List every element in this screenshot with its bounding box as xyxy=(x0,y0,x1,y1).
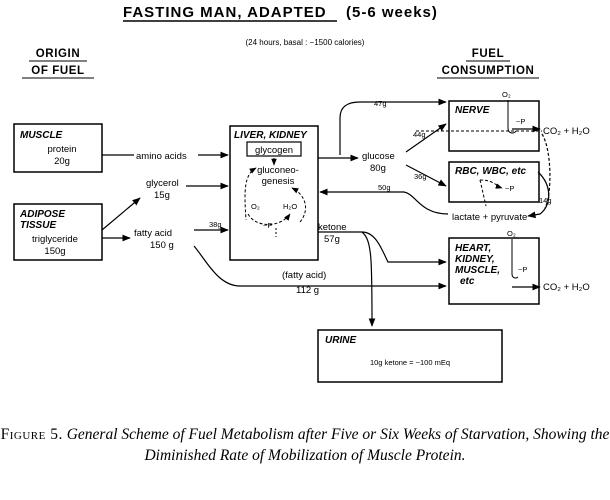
nerve-title: NERVE xyxy=(455,105,490,116)
gluconeogenesis-line1: gluconeo- xyxy=(257,165,299,176)
fuel-metabolism-diagram: FASTING MAN, ADAPTED (5-6 weeks) (24 hou… xyxy=(13,4,590,383)
fatty-acid-mid-amount: 112 g xyxy=(296,285,319,296)
subtitle: (24 hours, basal : −1500 calories) xyxy=(246,38,365,47)
arrow-fatty-acid-to-heart xyxy=(193,245,447,290)
adipose-line2: 150g xyxy=(44,246,65,257)
adipose-line1: triglyceride xyxy=(32,234,78,245)
heading-consumption: FUEL CONSUMPTION xyxy=(437,48,539,79)
heart-title-line1: HEART, xyxy=(455,243,491,254)
title-period: (5-6 weeks) xyxy=(346,4,438,21)
arrow-adipose-to-glycerol xyxy=(101,197,141,231)
caption-label: Figure 5. xyxy=(0,426,63,443)
title: FASTING MAN, ADAPTED xyxy=(123,4,327,21)
flow-47g: 47g xyxy=(374,99,387,108)
heart-o2: O₂ xyxy=(507,229,516,238)
liver-title: LIVER, KIDNEY xyxy=(234,130,308,141)
muscle-line2: 20g xyxy=(54,156,70,167)
glucose-amount: 80g xyxy=(370,163,386,174)
adipose-box: ADIPOSE TISSUE triglyceride 150g xyxy=(13,203,103,261)
heart-title-line4: etc xyxy=(460,276,475,287)
gluconeogenesis-line2: genesis xyxy=(262,176,295,187)
liver-o2: O₂ xyxy=(251,202,260,211)
flow-arrows xyxy=(101,98,551,327)
lactate-pyruvate-label: lactate + pyruvate xyxy=(452,212,527,223)
heading-origin-line1: ORIGIN xyxy=(36,48,81,60)
nerve-o2: O₂ xyxy=(502,90,511,99)
nerve-box: NERVE O₂ ~P xyxy=(416,90,542,152)
glycerol-amount: 15g xyxy=(154,190,170,201)
heading-consumption-line1: FUEL xyxy=(472,48,504,60)
flow-50g: 50g xyxy=(378,183,391,192)
adipose-title-line1: ADIPOSE xyxy=(19,209,65,220)
heading-origin-line2: OF FUEL xyxy=(31,65,84,77)
flow-36g: 36g xyxy=(414,172,427,181)
glycerol-label: glycerol xyxy=(146,178,179,189)
arrow-rbc-to-lactate xyxy=(527,171,550,219)
heart-p: ~P xyxy=(518,265,527,274)
ketone-label: ketone xyxy=(318,222,347,233)
flow-44g: 44g xyxy=(413,130,426,139)
figure-caption: Figure 5. General Scheme of Fuel Metabol… xyxy=(0,424,610,466)
urine-content: 10g ketone = ~100 mEq xyxy=(370,358,450,367)
rbc-p: ~P xyxy=(505,184,514,193)
liver-h2o: H₂O xyxy=(283,202,297,211)
arrow-nerve-14g xyxy=(541,133,551,209)
muscle-line1: protein xyxy=(47,144,76,155)
fatty-acid-label: fatty acid xyxy=(134,228,172,239)
muscle-title: MUSCLE xyxy=(20,130,63,141)
co2-h2o-nerve: CO₂ + H₂O xyxy=(543,126,590,137)
flow-14g: 14g xyxy=(539,196,552,205)
caption-text: General Scheme of Fuel Metabolism after … xyxy=(66,426,610,464)
liver-p: ~P xyxy=(263,221,272,230)
nerve-p: ~P xyxy=(516,117,525,126)
fatty-acid-mid-label: (fatty acid) xyxy=(282,270,326,281)
amino-acids-label: amino acids xyxy=(136,151,187,162)
arrow-glucose-to-rbc-36g xyxy=(405,164,447,187)
arrow-glucose-to-nerve-47g xyxy=(339,98,447,155)
arrow-lactate-to-liver-50g xyxy=(319,188,449,215)
heart-title-line2: KIDNEY, xyxy=(455,254,495,265)
co2-h2o-heart: CO₂ + H₂O xyxy=(543,282,590,293)
arrow-glucose-to-nerve-44g xyxy=(405,123,447,153)
muscle-box: MUSCLE protein 20g xyxy=(13,123,103,173)
rbc-wbc-box: RBC, WBC, etc ~P xyxy=(448,161,540,207)
diagram-title: FASTING MAN, ADAPTED (5-6 weeks) xyxy=(123,4,438,22)
glucose-label: glucose xyxy=(362,151,395,162)
urine-box: URINE 10g ketone = ~100 mEq xyxy=(317,329,503,383)
heart-title-line3: MUSCLE, xyxy=(455,265,500,276)
flow-38g: 38g xyxy=(209,220,222,229)
rbc-title: RBC, WBC, etc xyxy=(455,166,527,177)
heart-box: HEART, KIDNEY, MUSCLE, etc O₂ ~P xyxy=(448,229,540,305)
glycogen-label: glycogen xyxy=(255,145,293,156)
adipose-title-line2: TISSUE xyxy=(20,220,56,231)
heading-consumption-line2: CONSUMPTION xyxy=(442,65,535,77)
arrow-ketone-to-urine xyxy=(361,231,376,327)
heading-origin: ORIGIN OF FUEL xyxy=(22,48,94,79)
urine-title: URINE xyxy=(325,335,356,346)
liver-kidney-box: LIVER, KIDNEY glycogen gluconeo- genesis… xyxy=(229,125,319,261)
ketone-amount: 57g xyxy=(324,234,340,245)
fatty-acid-amount: 150 g xyxy=(150,240,174,251)
